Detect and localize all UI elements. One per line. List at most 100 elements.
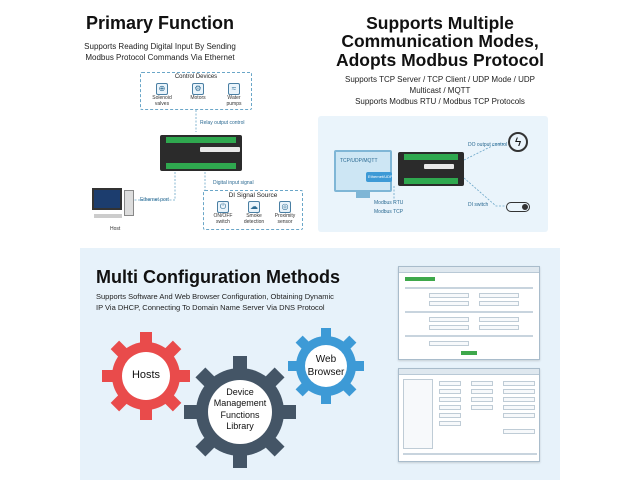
di-switch-label: DI switch xyxy=(468,202,489,208)
form-field xyxy=(439,381,461,386)
form-field xyxy=(429,317,469,322)
form-field xyxy=(439,405,461,410)
source-switch: ⏻ ON/OFF switch xyxy=(210,201,236,225)
device-nameplate xyxy=(200,147,240,152)
form-field xyxy=(429,325,469,330)
config-gears xyxy=(102,328,364,468)
device-label: valves xyxy=(154,100,170,107)
web-config-screenshot xyxy=(398,266,540,360)
form-field xyxy=(479,325,519,330)
primary-function-subtitle: Supports Reading Digital Input By Sendin… xyxy=(40,41,280,63)
valve-icon: ⊕ xyxy=(156,83,168,95)
host-label: Host xyxy=(110,226,121,232)
config-subtitle-line-1: Supports Software And Web Browser Config… xyxy=(96,292,334,301)
device-label: Solenoid xyxy=(152,95,172,101)
web-browser-gear-label: Web Browser xyxy=(296,354,356,379)
primary-function-title: Primary Function xyxy=(85,13,235,33)
source-label: Smoke xyxy=(246,213,262,219)
source-label: switch xyxy=(216,218,230,225)
switch-icon: ⏻ xyxy=(217,201,229,213)
form-field xyxy=(471,405,493,410)
ethernet-port-label: Ethernet port xyxy=(140,197,169,203)
modbus-box: Modbus RTU Modbus TCP xyxy=(374,200,410,218)
motor-icon: ⚙ xyxy=(192,83,204,95)
comms-title-line-2: Communication Modes, xyxy=(341,31,539,52)
form-field xyxy=(479,317,519,322)
comms-title-line-3: Adopts Modbus Protocol xyxy=(335,49,545,70)
monitor-screen xyxy=(92,188,122,210)
comms-title: Supports Multiple Communication Modes, A… xyxy=(330,13,550,70)
form-field xyxy=(471,397,493,402)
comms-subtitle-line-2: Multicast / MQTT xyxy=(409,86,471,96)
dev-label-line-2: Management xyxy=(213,398,267,409)
sensor-icon: ◎ xyxy=(279,201,291,213)
form-field xyxy=(503,405,535,410)
source-label: Proximity xyxy=(274,213,296,219)
device-nameplate xyxy=(424,164,454,169)
comms-connector-lines xyxy=(393,143,506,207)
di-signal-source-box: DI Signal Source ⏻ ON/OFF switch ☁ Smoke… xyxy=(203,190,303,230)
do-output-label: DO output control xyxy=(468,142,508,148)
pc-tower xyxy=(124,190,134,216)
control-devices-box: Control Devices ⊕ Solenoid valves ⚙ Moto… xyxy=(140,72,252,110)
comms-subtitle-line-3: Supports Modbus RTU / Modbus TCP Protoco… xyxy=(355,97,525,107)
form-field xyxy=(429,341,469,346)
source-label: detection xyxy=(243,218,265,225)
host-computer xyxy=(92,188,134,222)
primary-subtitle-line-2: Modbus Protocol Commands Via Ethernet xyxy=(85,53,235,63)
source-label: ON/OFF xyxy=(213,213,233,219)
ethernet-udp-label: Ethernet/UDP xyxy=(368,174,393,179)
control-devices-label: Control Devices xyxy=(174,74,218,80)
form-field xyxy=(439,421,461,426)
form-field xyxy=(471,389,493,394)
device-management-gear-label: Device Management Functions Library xyxy=(205,387,275,432)
web-label-line-2: Browser xyxy=(307,366,345,378)
ethernet-udp-badge: Ethernet/UDP xyxy=(366,172,393,182)
form-field xyxy=(503,397,535,402)
window-titlebar xyxy=(399,267,539,273)
toggle-switch-icon xyxy=(506,202,530,212)
web-label-line-1: Web xyxy=(315,354,337,365)
form-field xyxy=(479,293,519,298)
window-titlebar xyxy=(399,369,539,375)
primary-connector-lines xyxy=(130,110,206,201)
device-label: pumps xyxy=(226,100,242,107)
logo-bar xyxy=(405,277,435,281)
form-field xyxy=(439,389,461,394)
config-subtitle-line-2: IP Via DHCP, Connecting To Domain Name S… xyxy=(96,302,325,312)
form-field xyxy=(471,381,493,386)
form-field xyxy=(429,301,469,306)
form-field xyxy=(503,389,535,394)
web-browser-gear-icon xyxy=(288,328,364,404)
software-config-screenshot xyxy=(398,368,540,462)
terminal-row xyxy=(404,154,458,160)
comms-diagram-panel: TCP/UDP/MQTT Ethernet/UDP DO output cont… xyxy=(318,116,548,232)
io-module-right xyxy=(398,152,464,186)
device-list-panel xyxy=(403,379,433,449)
dev-label-line-3: Functions xyxy=(220,409,260,420)
device-motors: ⚙ Motors xyxy=(185,83,211,102)
form-field xyxy=(503,429,535,434)
form-field xyxy=(439,413,461,418)
device-management-gear-icon xyxy=(184,356,296,468)
row-line xyxy=(405,311,533,313)
device-pumps: ≈ Water pumps xyxy=(221,83,247,107)
row-line xyxy=(405,335,533,337)
terminal-row xyxy=(404,178,458,184)
keyboard xyxy=(94,214,122,218)
relay-output-label: Relay output control xyxy=(200,120,245,126)
primary-subtitle-line-1: Supports Reading Digital Input By Sendin… xyxy=(84,42,236,51)
comms-title-line-1: Supports Multiple xyxy=(366,13,514,33)
button-row-line xyxy=(403,453,537,455)
di-signal-source-label: DI Signal Source xyxy=(228,192,278,199)
form-field xyxy=(439,397,461,402)
comms-computer-stand xyxy=(356,192,370,198)
source-smoke: ☁ Smoke detection xyxy=(241,201,267,225)
terminal-row xyxy=(166,137,236,143)
tcp-udp-mqtt-label: TCP/UDP/MQTT xyxy=(340,158,378,164)
form-field xyxy=(429,293,469,298)
pump-icon: ≈ xyxy=(228,83,240,95)
modbus-tcp-label: Modbus TCP xyxy=(374,209,404,215)
terminal-row xyxy=(166,163,236,169)
config-title: Multi Configuration Methods xyxy=(96,267,340,287)
